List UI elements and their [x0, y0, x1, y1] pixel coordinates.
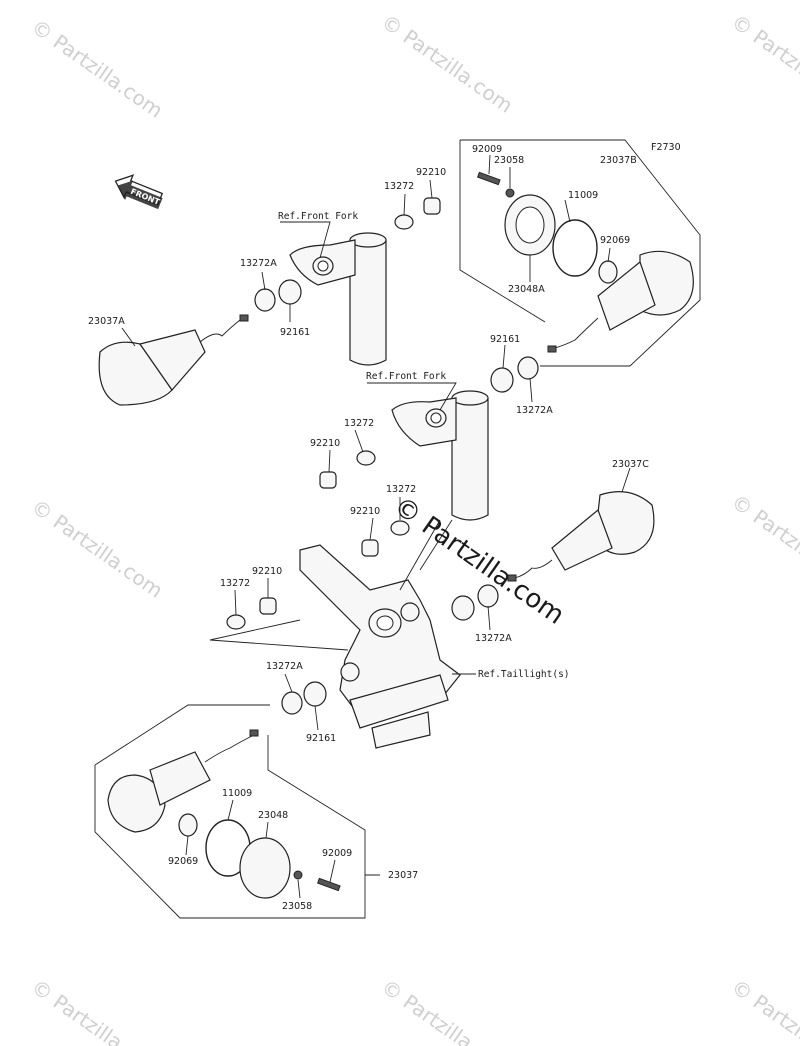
part-number-label: 92009 — [472, 144, 502, 155]
ref-taillight-label: Ref.Taillight(s) — [478, 669, 570, 680]
lens-parts-top-right — [476, 171, 618, 284]
leader-lines — [121, 154, 631, 899]
turn-signal-23037 — [107, 729, 259, 833]
lens-parts-bottom-left — [178, 813, 341, 899]
turn-signal-23037B — [547, 250, 694, 353]
part-number-label: 23037A — [88, 316, 125, 327]
part-number-label: 13272A — [266, 661, 303, 672]
turn-signal-23037A — [98, 314, 249, 406]
group-outline-top-right — [459, 139, 701, 367]
watermark: © Partzilla.com — [727, 489, 800, 597]
part-number-label: 13272A — [516, 405, 553, 416]
part-number-label: 23037 — [388, 870, 418, 881]
watermark: © Partzilla.com — [377, 9, 517, 117]
part-number-label: 23048A — [508, 284, 545, 295]
part-number-label: 23058 — [494, 155, 524, 166]
part-number-label: 13272 — [220, 578, 250, 589]
part-number-label: 92210 — [310, 438, 340, 449]
front-arrow-icon: FRONT — [114, 174, 164, 210]
part-number-label: 92069 — [168, 856, 198, 867]
part-number-label: 13272 — [384, 181, 414, 192]
part-number-label: 23048 — [258, 810, 288, 821]
watermark: © Partzilla.com — [27, 974, 167, 1046]
part-number-label: 11009 — [568, 190, 598, 201]
part-number-label: 92210 — [252, 566, 282, 577]
watermark: © Partzilla.com — [27, 14, 167, 122]
part-number-label: 92161 — [280, 327, 310, 338]
watermark: © Partzilla.com — [727, 9, 800, 117]
part-number-label: 23037B — [600, 155, 637, 166]
group-outline-bottom-left — [94, 704, 380, 919]
ref-front-fork-label: Ref.Front Fork — [366, 371, 446, 382]
part-number-label: 92069 — [600, 235, 630, 246]
part-number-label: 92210 — [416, 167, 446, 178]
part-number-label: 13272 — [386, 484, 416, 495]
watermark: © Partzilla.com — [27, 494, 167, 602]
rear-bracket — [299, 544, 461, 749]
front-fork-upper — [289, 232, 387, 366]
part-number-label: 23037C — [612, 459, 649, 470]
part-number-label: 92161 — [306, 733, 336, 744]
watermark: © Partzilla.com — [727, 974, 800, 1046]
ref-front-fork-label: Ref.Front Fork — [278, 211, 358, 222]
part-number-label: 13272A — [240, 258, 277, 269]
part-number-label: 92210 — [350, 506, 380, 517]
part-number-label: 92161 — [490, 334, 520, 345]
watermark-group: © Partzilla.com © Partzilla.com © Partzi… — [27, 9, 800, 1046]
part-labels: Ref.Front Fork Ref.Front Fork Ref.Tailli… — [88, 144, 649, 912]
part-number-label: 13272 — [344, 418, 374, 429]
turn-signal-23037C — [507, 491, 655, 582]
part-number-label: 92009 — [322, 848, 352, 859]
part-number-label: 23058 — [282, 901, 312, 912]
part-number-label: 11009 — [222, 788, 252, 799]
watermark: © Partzilla.com — [377, 974, 517, 1046]
part-number-label: 13272A — [475, 633, 512, 644]
diagram-code: F2730 — [651, 142, 681, 153]
front-fork-middle — [391, 390, 489, 521]
